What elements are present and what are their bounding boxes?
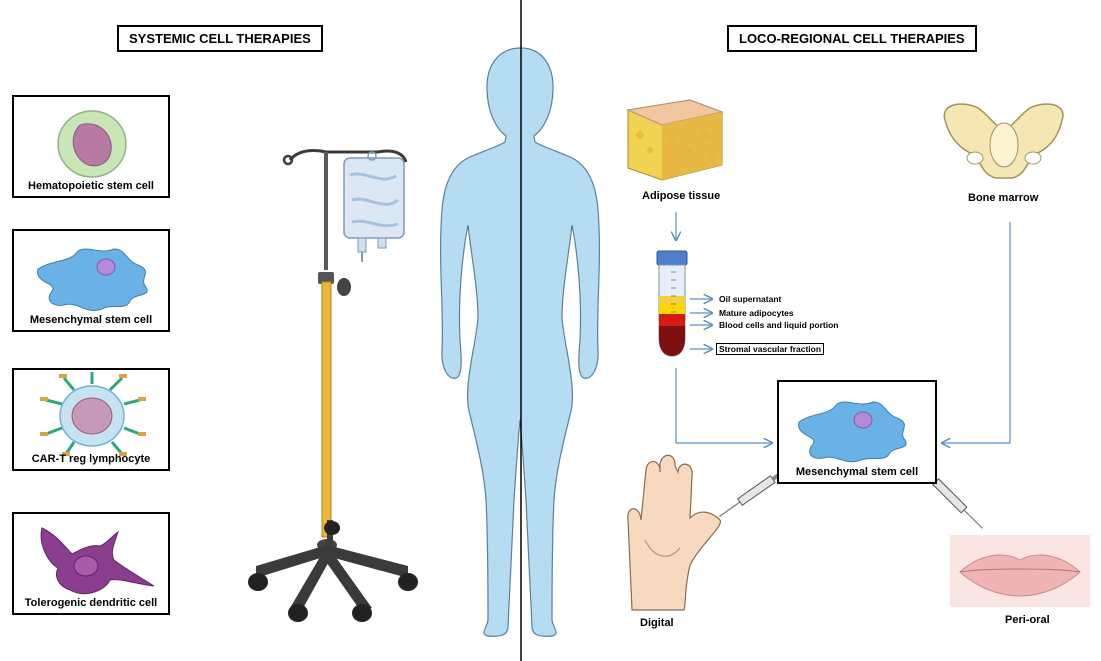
pelvis-icon (944, 104, 1063, 178)
adipose-tissue-label: Adipose tissue (642, 190, 720, 202)
cell-label: Hematopoietic stem cell (14, 180, 168, 192)
cell-label: Tolerogenic dendritic cell (14, 597, 168, 609)
msc-target-label: Mesenchymal stem cell (779, 466, 935, 478)
lips-icon (950, 535, 1090, 607)
layer-label-adipocytes: Mature adipocytes (719, 308, 794, 318)
layer-label-oil: Oil supernatant (719, 294, 781, 304)
cell-label: CAR-T reg lymphocyte (14, 453, 168, 465)
bone-marrow-label: Bone marrow (968, 192, 1038, 204)
msc-target-box: Mesenchymal stem cell (777, 380, 937, 484)
car-t-reg-lymphocyte-box: CAR-T reg lymphocyte (12, 368, 170, 471)
hand-icon (628, 455, 721, 610)
mesenchymal-stem-cell-box: Mesenchymal stem cell (12, 229, 170, 332)
peri-oral-label: Peri-oral (1005, 614, 1050, 626)
digital-label: Digital (640, 617, 674, 629)
layer-label-blood: Blood cells and liquid portion (719, 320, 838, 330)
human-body-silhouette (441, 48, 600, 636)
adipose-tissue-icon (628, 100, 722, 180)
tolerogenic-dendritic-cell-box: Tolerogenic dendritic cell (12, 512, 170, 615)
iv-bag-icon (344, 152, 404, 262)
hematopoietic-stem-cell-box: Hematopoietic stem cell (12, 95, 170, 198)
cell-label: Mesenchymal stem cell (14, 314, 168, 326)
svf-label: Stromal vascular fraction (716, 343, 824, 355)
centrifuge-tube-icon (657, 251, 687, 356)
